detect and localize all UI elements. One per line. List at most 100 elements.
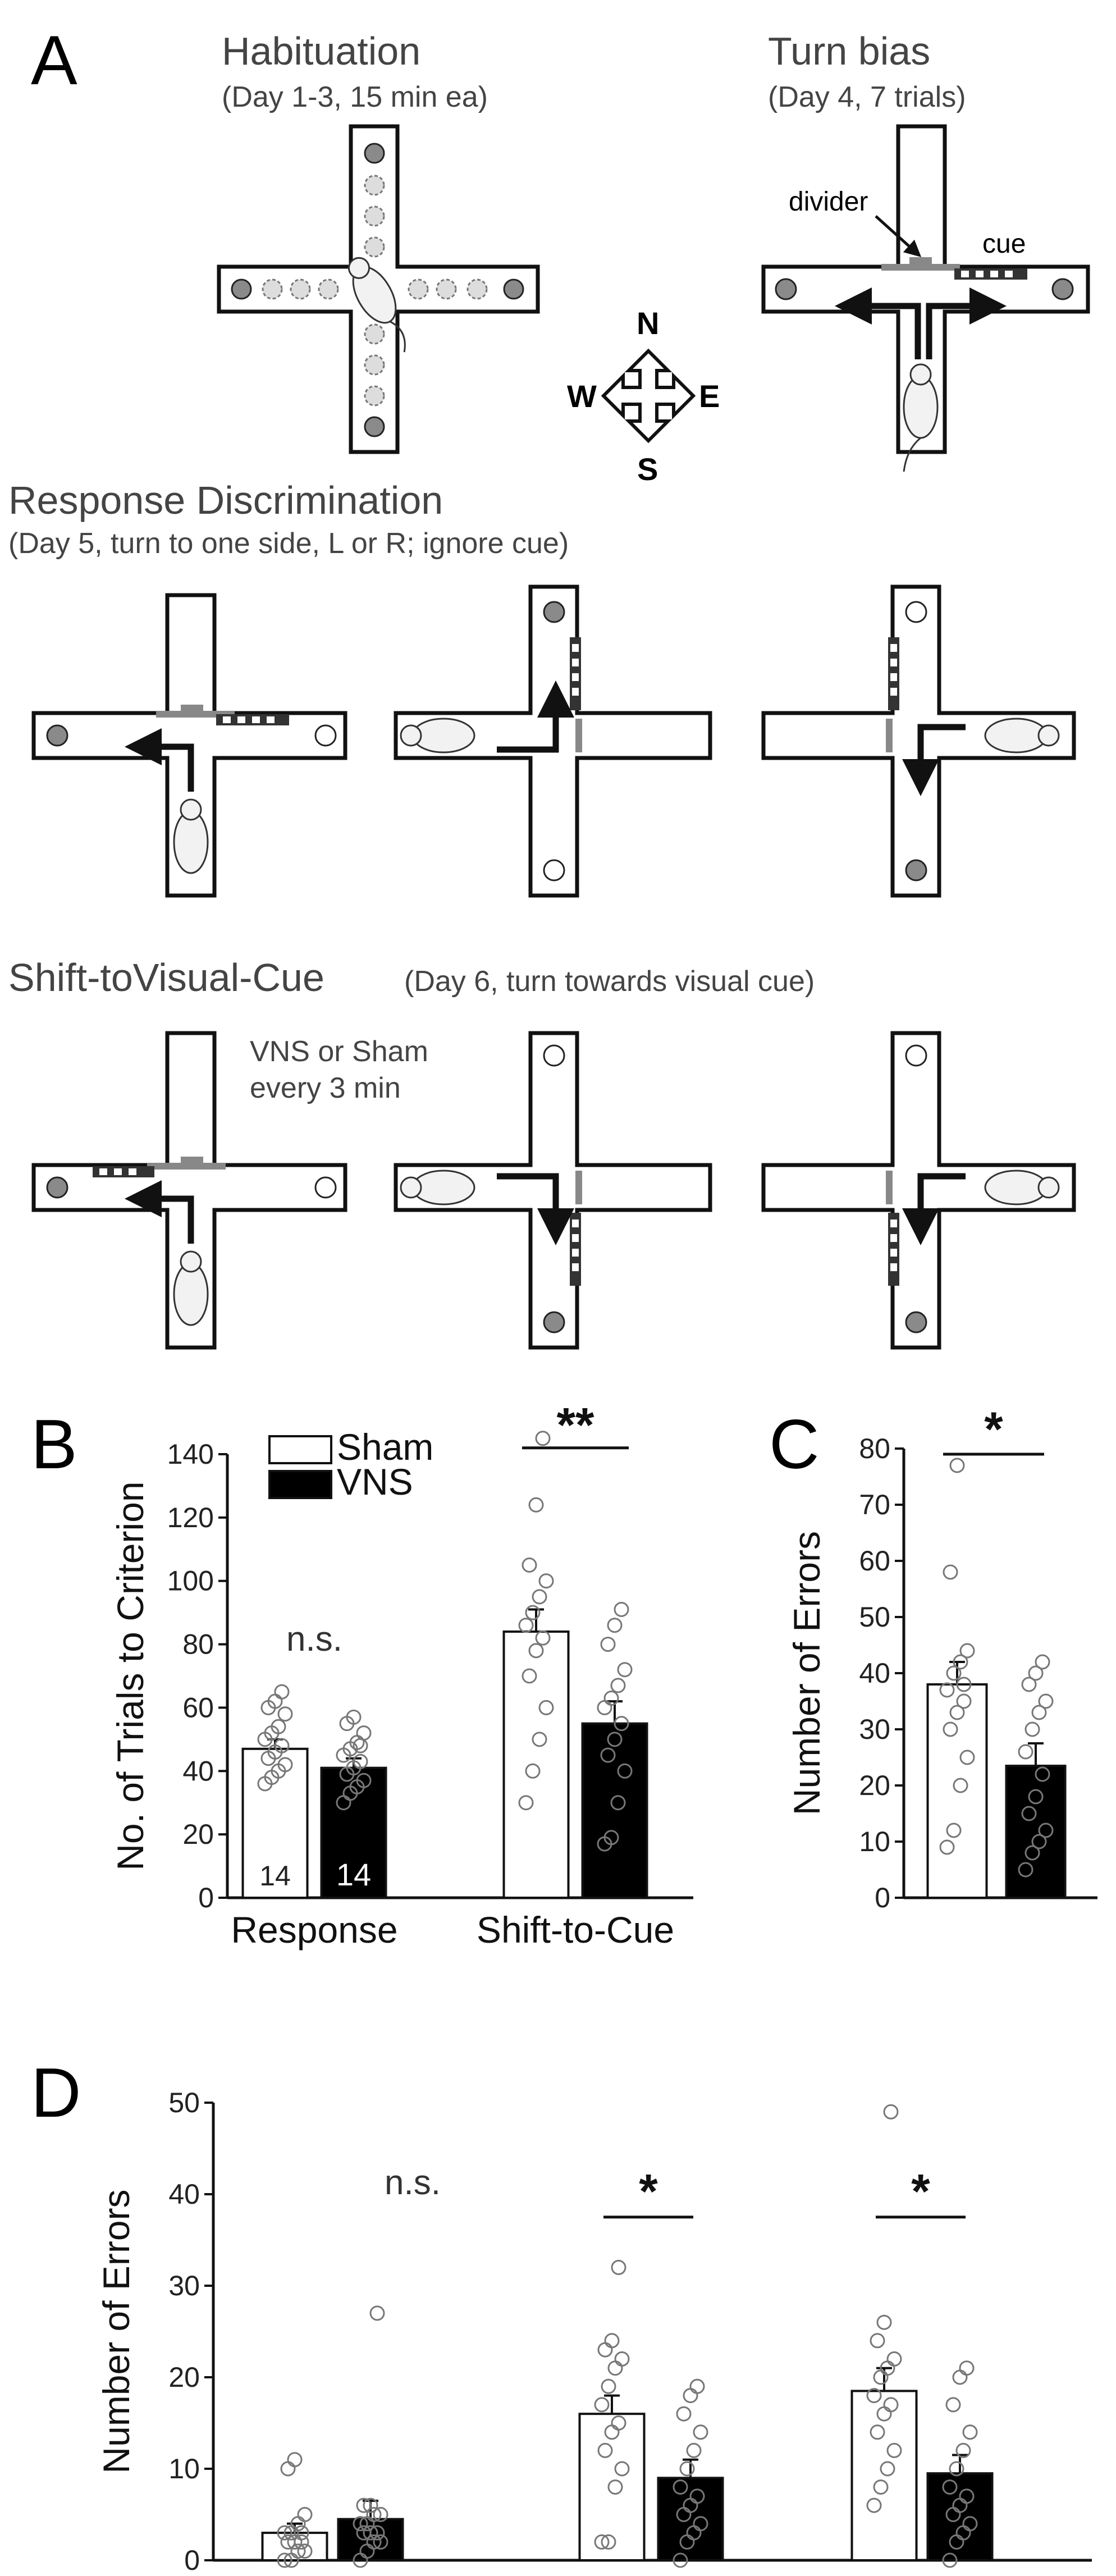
- panel-label-b: B: [31, 1406, 77, 1483]
- data-point: [290, 2543, 306, 2559]
- y-tick-label: 30: [859, 1714, 890, 1745]
- data-point: [601, 2378, 616, 2394]
- data-point: [601, 2534, 616, 2550]
- data-point: [1035, 1654, 1050, 1670]
- data-point: [955, 2442, 971, 2458]
- data-point: [607, 2360, 623, 2376]
- compass-n: N: [637, 305, 659, 341]
- data-point: [356, 1725, 372, 1741]
- data-point: [962, 2516, 978, 2532]
- y-tick-label: 10: [859, 1826, 890, 1857]
- legend-label-sham: Sham: [337, 1426, 433, 1468]
- y-tick-label: 0: [198, 1882, 214, 1913]
- data-point: [1031, 1705, 1047, 1720]
- data-point: [679, 2461, 695, 2477]
- y-tick-label: 60: [182, 1692, 214, 1723]
- data-point: [956, 1693, 972, 1709]
- y-tick-label: 100: [167, 1565, 214, 1597]
- data-point: [353, 1738, 368, 1753]
- y-tick-label: 10: [168, 2453, 200, 2484]
- compass-arrows-icon: [601, 348, 696, 444]
- turn-bias-title: Turn bias: [768, 29, 930, 73]
- data-point: [369, 2305, 385, 2321]
- data-point: [538, 1573, 554, 1589]
- data-point: [369, 2525, 385, 2541]
- data-point: [274, 1684, 290, 1700]
- data-point: [949, 2461, 964, 2477]
- turn-arrow-right: [926, 287, 1007, 359]
- data-point: [1018, 1862, 1033, 1878]
- data-point: [600, 1747, 616, 1763]
- data-point: [1021, 1677, 1037, 1692]
- data-point: [689, 2378, 705, 2394]
- habituation-subtitle: (Day 1-3, 15 min ea): [222, 81, 488, 113]
- response-discrimination-title: Response Discrimination: [8, 478, 443, 522]
- y-tick-label: 20: [182, 1819, 214, 1850]
- y-tick-label: 0: [184, 2545, 200, 2576]
- data-point: [617, 1763, 633, 1779]
- data-point: [525, 1605, 541, 1620]
- data-point: [1028, 1789, 1044, 1805]
- data-point: [946, 1823, 962, 1838]
- data-point: [522, 1668, 537, 1684]
- x-category-label: Response: [231, 1909, 397, 1951]
- data-point: [528, 1497, 544, 1513]
- shift-note-line2: every 3 min: [250, 1072, 401, 1104]
- divider-pointer: [875, 215, 922, 258]
- data-point: [673, 2479, 688, 2495]
- data-point: [280, 2461, 296, 2477]
- y-tick-label: 0: [875, 1882, 890, 1913]
- data-point: [676, 2406, 692, 2422]
- data-point: [689, 2488, 705, 2504]
- data-point: [1038, 1823, 1054, 1838]
- data-point: [611, 2415, 626, 2431]
- data-point: [363, 2525, 378, 2541]
- data-point: [1038, 1693, 1054, 1709]
- y-axis-label: No. of Trials to Criterion: [109, 1481, 151, 1870]
- significance-stars: *: [911, 2164, 930, 2218]
- significance-label: n.s.: [286, 1620, 342, 1659]
- data-point: [1035, 1766, 1050, 1782]
- y-tick-label: 80: [859, 1433, 890, 1464]
- data-point: [949, 1458, 965, 1473]
- rd-maze-1: [31, 593, 347, 898]
- data-point: [673, 2552, 688, 2568]
- data-point: [373, 2534, 388, 2550]
- data-point: [522, 1558, 537, 1573]
- legend-swatch-vns: [268, 1470, 332, 1499]
- bar: [578, 2413, 646, 2562]
- data-point: [594, 2534, 610, 2550]
- habituation-maze: [217, 124, 540, 454]
- data-point: [597, 2442, 613, 2458]
- data-point: [693, 2424, 708, 2440]
- cue-label: cue: [982, 229, 1026, 259]
- bar: [241, 1747, 309, 1899]
- data-point: [942, 2479, 958, 2495]
- y-axis-label: Number of Errors: [95, 2189, 137, 2473]
- y-tick-label: 60: [859, 1545, 890, 1577]
- n-label: 14: [336, 1857, 371, 1892]
- data-point: [274, 1738, 290, 1753]
- data-point: [870, 2333, 885, 2349]
- data-point: [962, 2424, 978, 2440]
- bar: [1005, 1765, 1067, 1899]
- y-tick-label: 120: [167, 1502, 214, 1533]
- data-point: [1024, 1721, 1040, 1737]
- bar: [261, 2532, 328, 2562]
- data-point: [518, 1795, 534, 1811]
- significance-label: n.s.: [385, 2163, 441, 2202]
- data-point: [945, 2397, 961, 2413]
- data-point: [1018, 1744, 1033, 1760]
- data-point: [886, 2442, 902, 2458]
- data-point: [353, 1753, 368, 1769]
- habituation-title: Habituation: [222, 29, 420, 73]
- rat-illustration: [903, 363, 939, 472]
- data-point: [532, 1732, 547, 1747]
- data-point: [366, 2507, 382, 2522]
- data-point: [373, 2507, 388, 2522]
- data-point: [876, 2314, 892, 2330]
- data-point: [294, 2534, 309, 2550]
- data-point: [953, 1654, 968, 1670]
- data-point: [363, 2497, 378, 2513]
